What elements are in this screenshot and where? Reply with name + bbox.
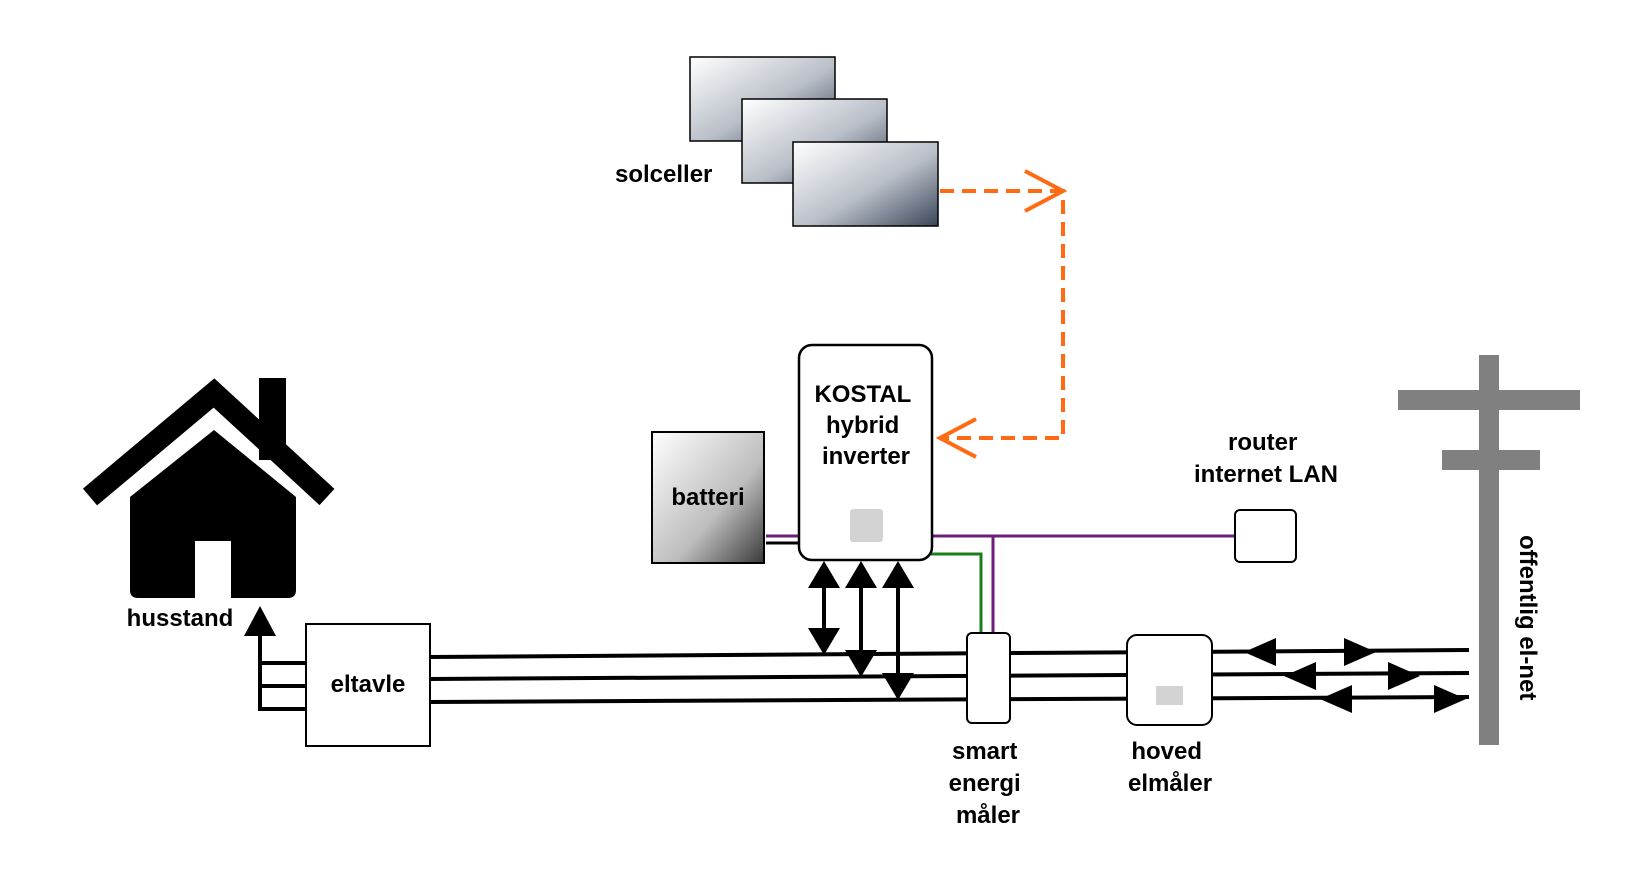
panel-box	[305, 623, 431, 747]
grid-power-arrows	[1244, 638, 1466, 713]
smart-meter-label-3: måler	[956, 802, 1020, 829]
smart-meter-label-2: energi	[949, 770, 1021, 797]
house-connection	[258, 632, 306, 711]
inverter-label-1: KOSTAL	[814, 381, 910, 408]
data-connection	[766, 534, 1235, 634]
battery-label: batteri	[671, 484, 744, 511]
smart-meter-label-1: smart	[952, 738, 1017, 765]
inverter-power-arrows	[808, 561, 914, 700]
pv-connection	[935, 169, 1068, 459]
router-label: router internet LAN	[1194, 429, 1338, 488]
solar-panel-icon	[689, 56, 939, 227]
router-label-1: router	[1228, 429, 1297, 456]
main-meter-label-2: elmåler	[1128, 770, 1212, 797]
grid-label: offentlig el-net	[1514, 535, 1541, 700]
solar-label: solceller	[615, 161, 712, 188]
inverter-box	[797, 343, 934, 562]
main-meter-label: hoved elmåler	[1128, 738, 1212, 797]
battery-box	[651, 431, 765, 564]
smart-meter-box	[966, 632, 1011, 724]
main-meter-box	[1126, 634, 1213, 726]
router-box	[1234, 509, 1297, 563]
utility-pole-icon	[1398, 355, 1580, 745]
router-label-2: internet LAN	[1194, 461, 1338, 488]
smart-meter-label: smart energi måler	[949, 738, 1028, 829]
inverter-label-3: inverter	[822, 443, 910, 470]
inverter-label: KOSTAL hybrid inverter	[814, 381, 917, 470]
panel-label: eltavle	[331, 671, 406, 698]
house-label: husstand	[127, 605, 234, 632]
inverter-label-2: hybrid	[826, 412, 899, 439]
house-arrow	[244, 606, 276, 636]
main-meter-label-1: hoved	[1131, 738, 1202, 765]
house-icon	[82, 378, 335, 598]
meter-connection	[930, 552, 983, 634]
